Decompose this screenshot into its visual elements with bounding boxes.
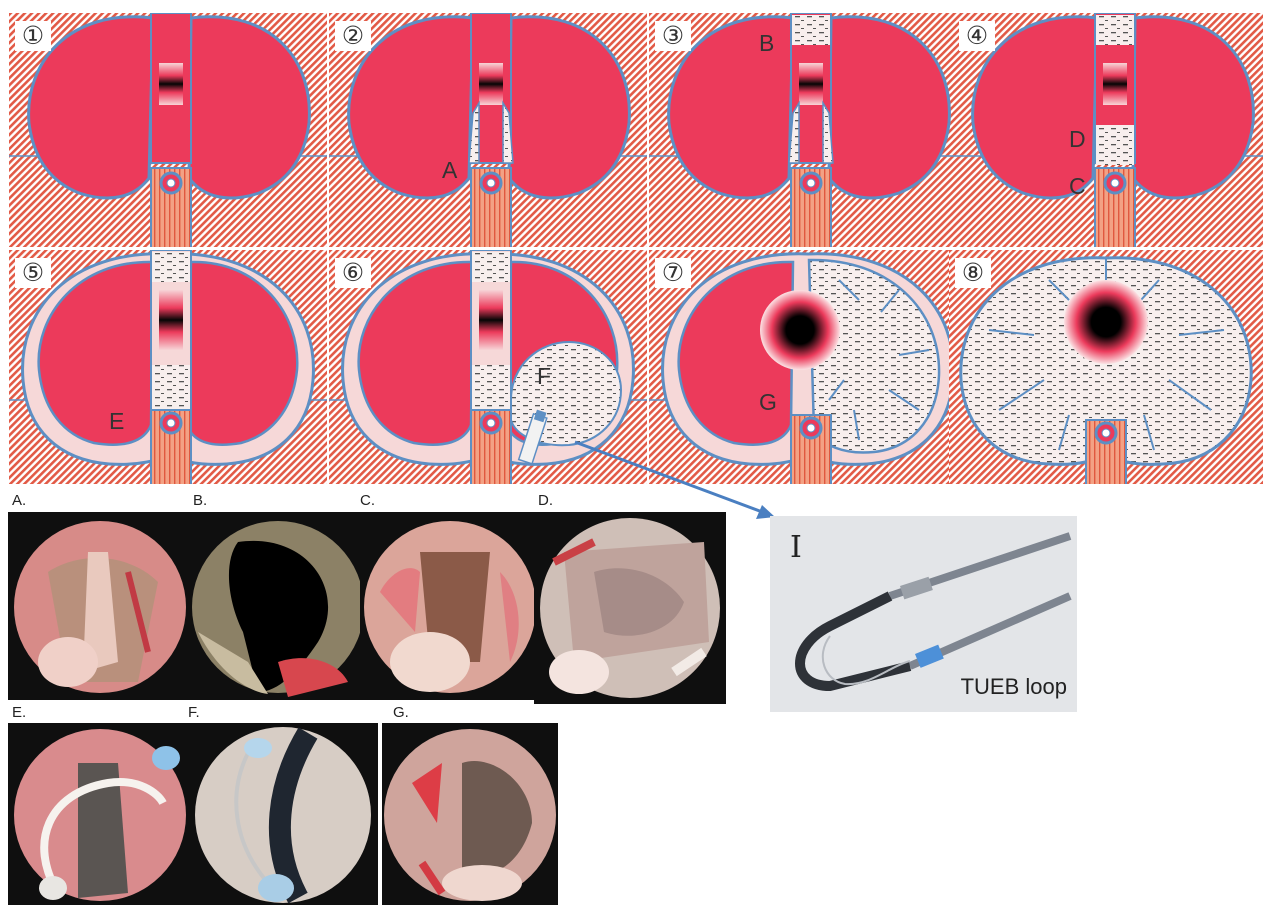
inset-label: TUEB loop [961,674,1067,700]
endoscopic-photo-a [8,512,188,700]
photo-caption-g: G. [393,704,409,721]
endoscopic-photo-f [188,723,378,905]
photo-caption-f: F. [188,704,200,721]
endoscopic-photo-c [360,512,540,700]
endoscopic-photo-d [534,512,726,704]
inset-letter: I [790,530,802,565]
photo-caption-c: C. [360,492,375,509]
endoscopic-photo-g [382,723,558,905]
photo-caption-b: B. [193,492,207,509]
endoscopic-photo-b [188,512,368,700]
endoscopic-photo-e [8,723,188,905]
tueb-loop-inset: I TUEB loop [770,516,1077,712]
photo-caption-e: E. [12,704,26,721]
photo-caption-d: D. [538,492,553,509]
photo-caption-a: A. [12,492,26,509]
